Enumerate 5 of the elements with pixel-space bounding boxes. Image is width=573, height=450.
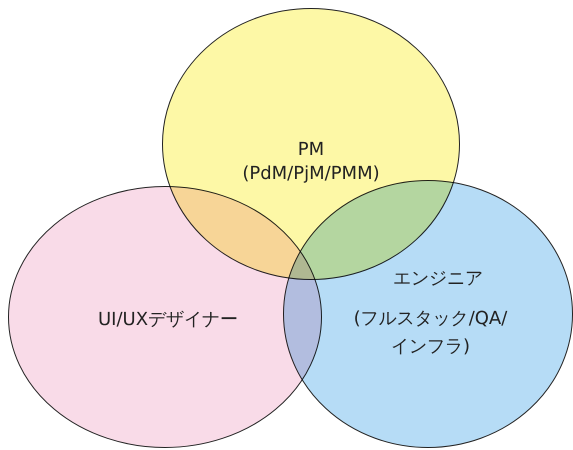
circle-label: UI/UXデザイナー [96, 308, 240, 332]
circle-label: PM [296, 138, 326, 162]
circle-label: (フルスタック/QA/インフラ) [352, 307, 508, 359]
circle-label: エンジニア [392, 267, 484, 291]
circle-label: (PdM/PjM/PMM) [241, 162, 381, 186]
